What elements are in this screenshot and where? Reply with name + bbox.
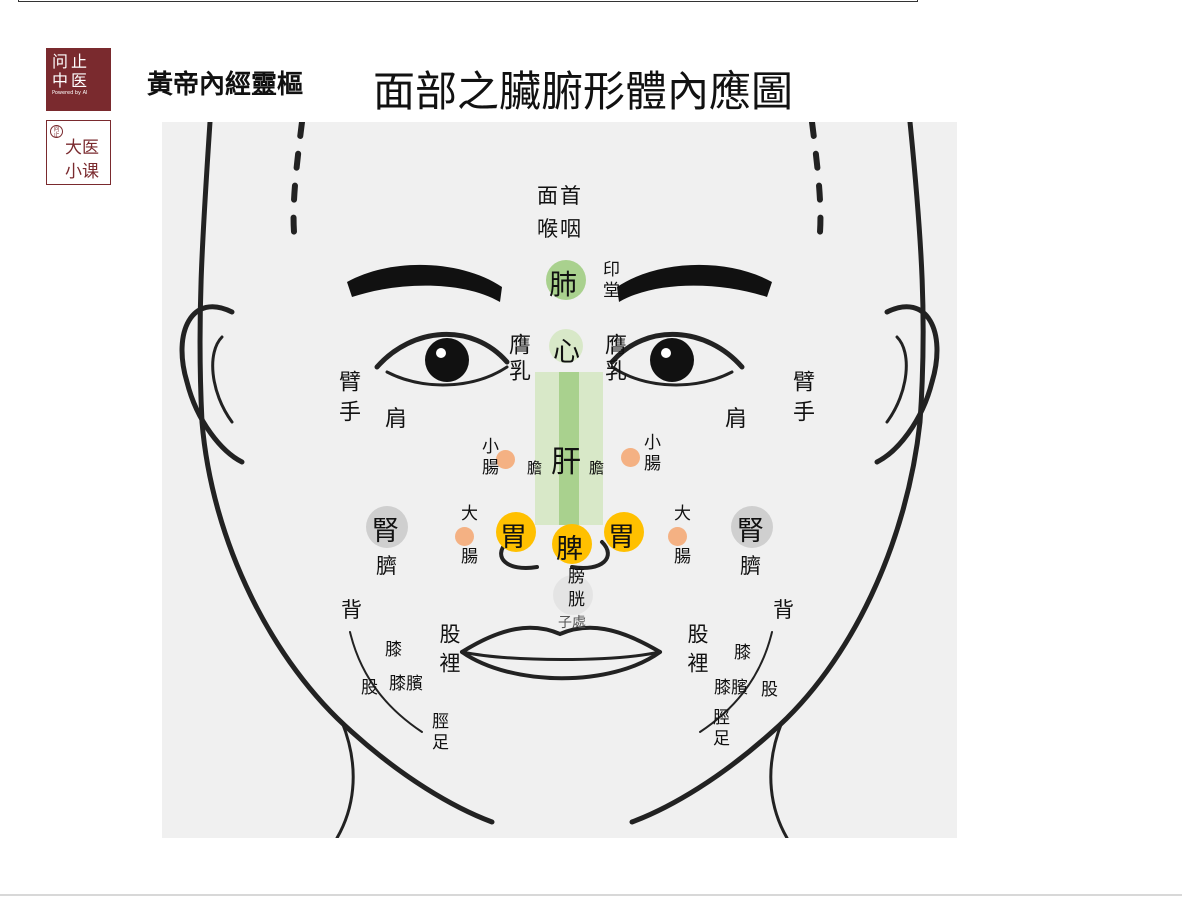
label-thigh-right: 股 [761, 680, 778, 700]
top-frame [18, 0, 918, 2]
spleen-marker [552, 524, 592, 564]
right-kidney-marker [731, 506, 773, 548]
bottom-divider [0, 894, 1182, 896]
label-shoulder-right: 肩 [725, 407, 748, 432]
right-stomach-marker [604, 512, 644, 552]
upper-lip [460, 625, 662, 654]
label-small-intestine-right: 小腸 [640, 433, 660, 475]
label-thigh-inner-right: 股裡 [685, 623, 709, 681]
left-eyebrow [347, 264, 502, 302]
label-small-intestine-left: 小腸 [478, 437, 498, 479]
face-illustration [179, 122, 940, 838]
left-ear [179, 304, 245, 465]
label-yintang: 印堂 [599, 260, 619, 302]
left-ear-inner [211, 335, 234, 424]
label-kidney-right: 腎 [737, 516, 764, 547]
logo-course-line2: 小课 [65, 162, 99, 182]
left-pupil [425, 338, 469, 382]
label-lung: 肺 [549, 268, 578, 301]
nose-band-center [559, 372, 579, 525]
right-ear [874, 304, 940, 465]
label-chest-right: 膺乳 [601, 333, 626, 385]
nose-right-wing [570, 540, 610, 570]
label-arm-hand-left: 臂手 [335, 370, 360, 430]
logo-line2: 中医 [52, 71, 91, 90]
right-eye-lower [610, 365, 734, 387]
label-bladder: 膀胱 [564, 567, 584, 613]
head-left-outline [197, 122, 495, 825]
right-large-intestine-dot [668, 527, 687, 546]
left-eye-upper [374, 331, 510, 370]
logo-powered: Powered by AI [52, 90, 88, 96]
label-thigh-inner-left: 股裡 [437, 623, 461, 681]
label-face-head: 面首 [537, 184, 583, 208]
right-ear-inner [885, 335, 908, 424]
label-large-intestine-right: 大腸 [670, 504, 690, 590]
left-small-intestine-dot [496, 450, 515, 469]
label-thigh-left: 股 [361, 678, 378, 698]
label-liver: 肝 [551, 445, 581, 480]
label-knee-left: 膝 [385, 640, 402, 660]
lower-lip [460, 650, 662, 681]
label-navel-right: 臍 [740, 554, 761, 578]
wenzhi-logo: 问止 中医 Powered by AI [46, 48, 111, 111]
left-kidney-marker [366, 506, 408, 548]
left-stomach-marker [496, 512, 536, 552]
label-kneecap-left: 膝臏 [389, 674, 423, 694]
bladder-marker [553, 575, 593, 615]
label-back-right: 背 [773, 598, 794, 622]
right-small-intestine-dot [621, 448, 640, 467]
label-large-intestine-left: 大腸 [457, 504, 477, 590]
heart-marker [549, 329, 583, 363]
subtitle: 黃帝內經靈樞 [147, 70, 304, 100]
label-chest-left: 膺乳 [505, 333, 530, 385]
left-large-intestine-dot [455, 527, 474, 546]
label-shin-foot-right: 脛足 [709, 708, 729, 750]
lip-line [460, 650, 662, 661]
nose-band-right [579, 372, 603, 525]
right-pupil [650, 338, 694, 382]
label-gallbladder-right: 膽 [589, 459, 605, 477]
label-throat: 喉咽 [537, 217, 583, 241]
label-back-left: 背 [341, 598, 362, 622]
label-spleen: 脾 [556, 534, 583, 565]
label-shoulder-left: 肩 [385, 407, 408, 432]
left-eye-lower [385, 365, 509, 387]
nose-band-left [535, 372, 559, 525]
logo-mini-seal: 问止 [50, 125, 63, 139]
right-eyebrow [617, 264, 772, 302]
label-stomach-right: 胃 [608, 522, 635, 553]
course-logo: 问止 大医 小课 [46, 120, 111, 185]
label-arm-hand-right: 臂手 [789, 370, 814, 430]
label-kidney-left: 腎 [372, 516, 399, 547]
label-kneecap-right: 膝臏 [714, 678, 748, 698]
logo-course-line1: 大医 [65, 138, 99, 158]
logo-line1: 问止 [52, 52, 91, 71]
head-right-outline [629, 122, 926, 825]
neck-right [769, 720, 789, 838]
label-knee-right: 膝 [734, 643, 751, 663]
label-shin-foot-left: 脛足 [428, 712, 448, 754]
lung-marker [546, 260, 586, 300]
label-heart: 心 [553, 337, 580, 368]
label-stomach-left: 胃 [500, 522, 527, 553]
page-title: 面部之臟腑形體內應圖 [373, 67, 794, 116]
label-gallbladder-left: 膽 [527, 459, 543, 477]
right-eye-upper [609, 331, 745, 370]
label-uterus: 子處 [558, 615, 586, 631]
label-navel-left: 臍 [376, 554, 397, 578]
neck-left [335, 720, 355, 838]
